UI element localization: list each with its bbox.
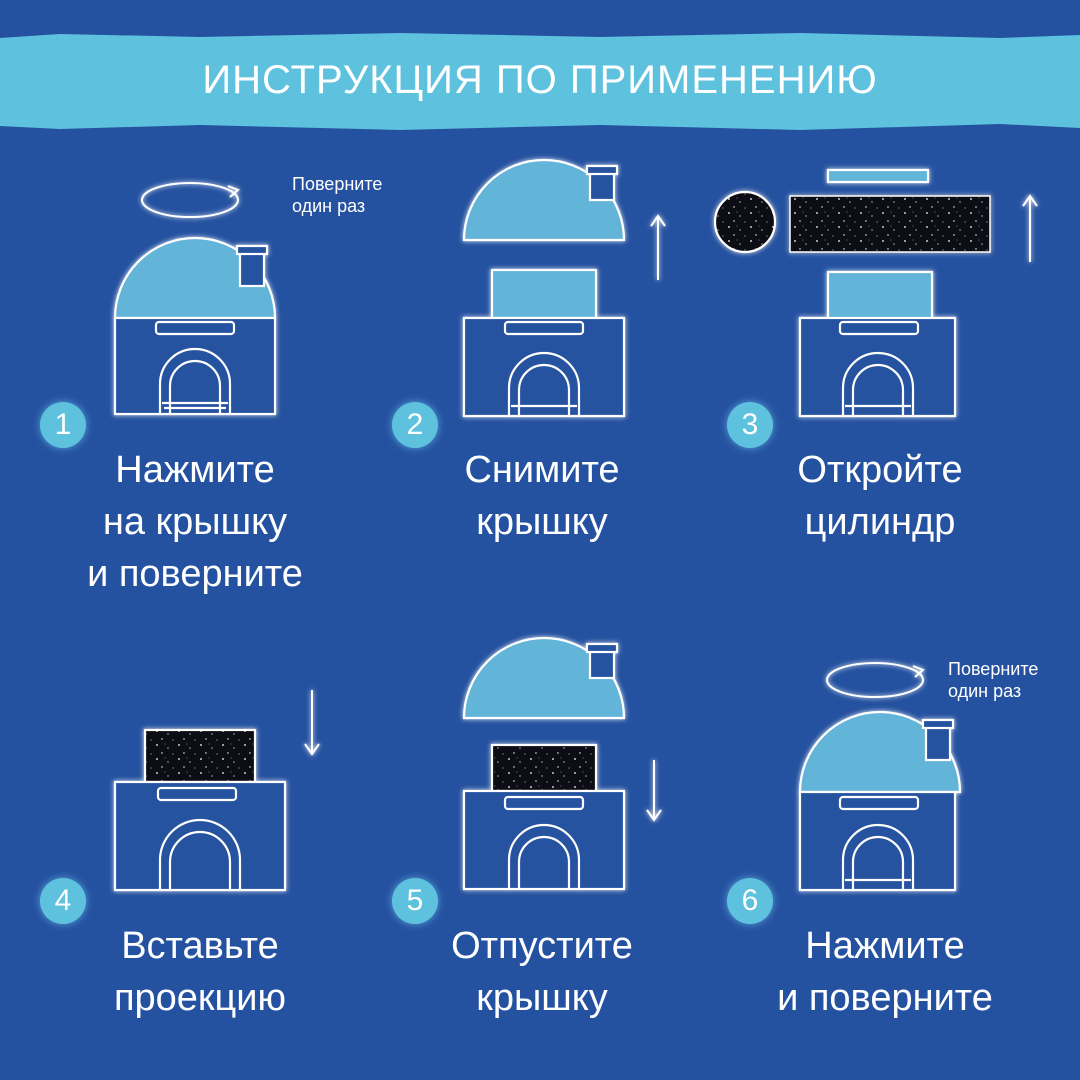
projector-step-5 (462, 636, 662, 891)
step-number-2: 2 (392, 402, 438, 448)
page-title: ИНСТРУКЦИЯ ПО ПРИМЕНЕНИЮ (202, 58, 878, 102)
projector-step-1 (113, 182, 277, 416)
projector-step-2 (462, 158, 666, 418)
step-number-3: 3 (727, 402, 773, 448)
projector-step-6 (798, 662, 962, 892)
projector-step-4 (113, 690, 320, 892)
step-number-6: 6 (727, 878, 773, 924)
projector-step-3 (713, 168, 1038, 418)
step-number-5: 5 (392, 878, 438, 924)
title-banner (0, 33, 1080, 130)
step-number-4: 4 (40, 878, 86, 924)
step-number-1: 1 (40, 402, 86, 448)
